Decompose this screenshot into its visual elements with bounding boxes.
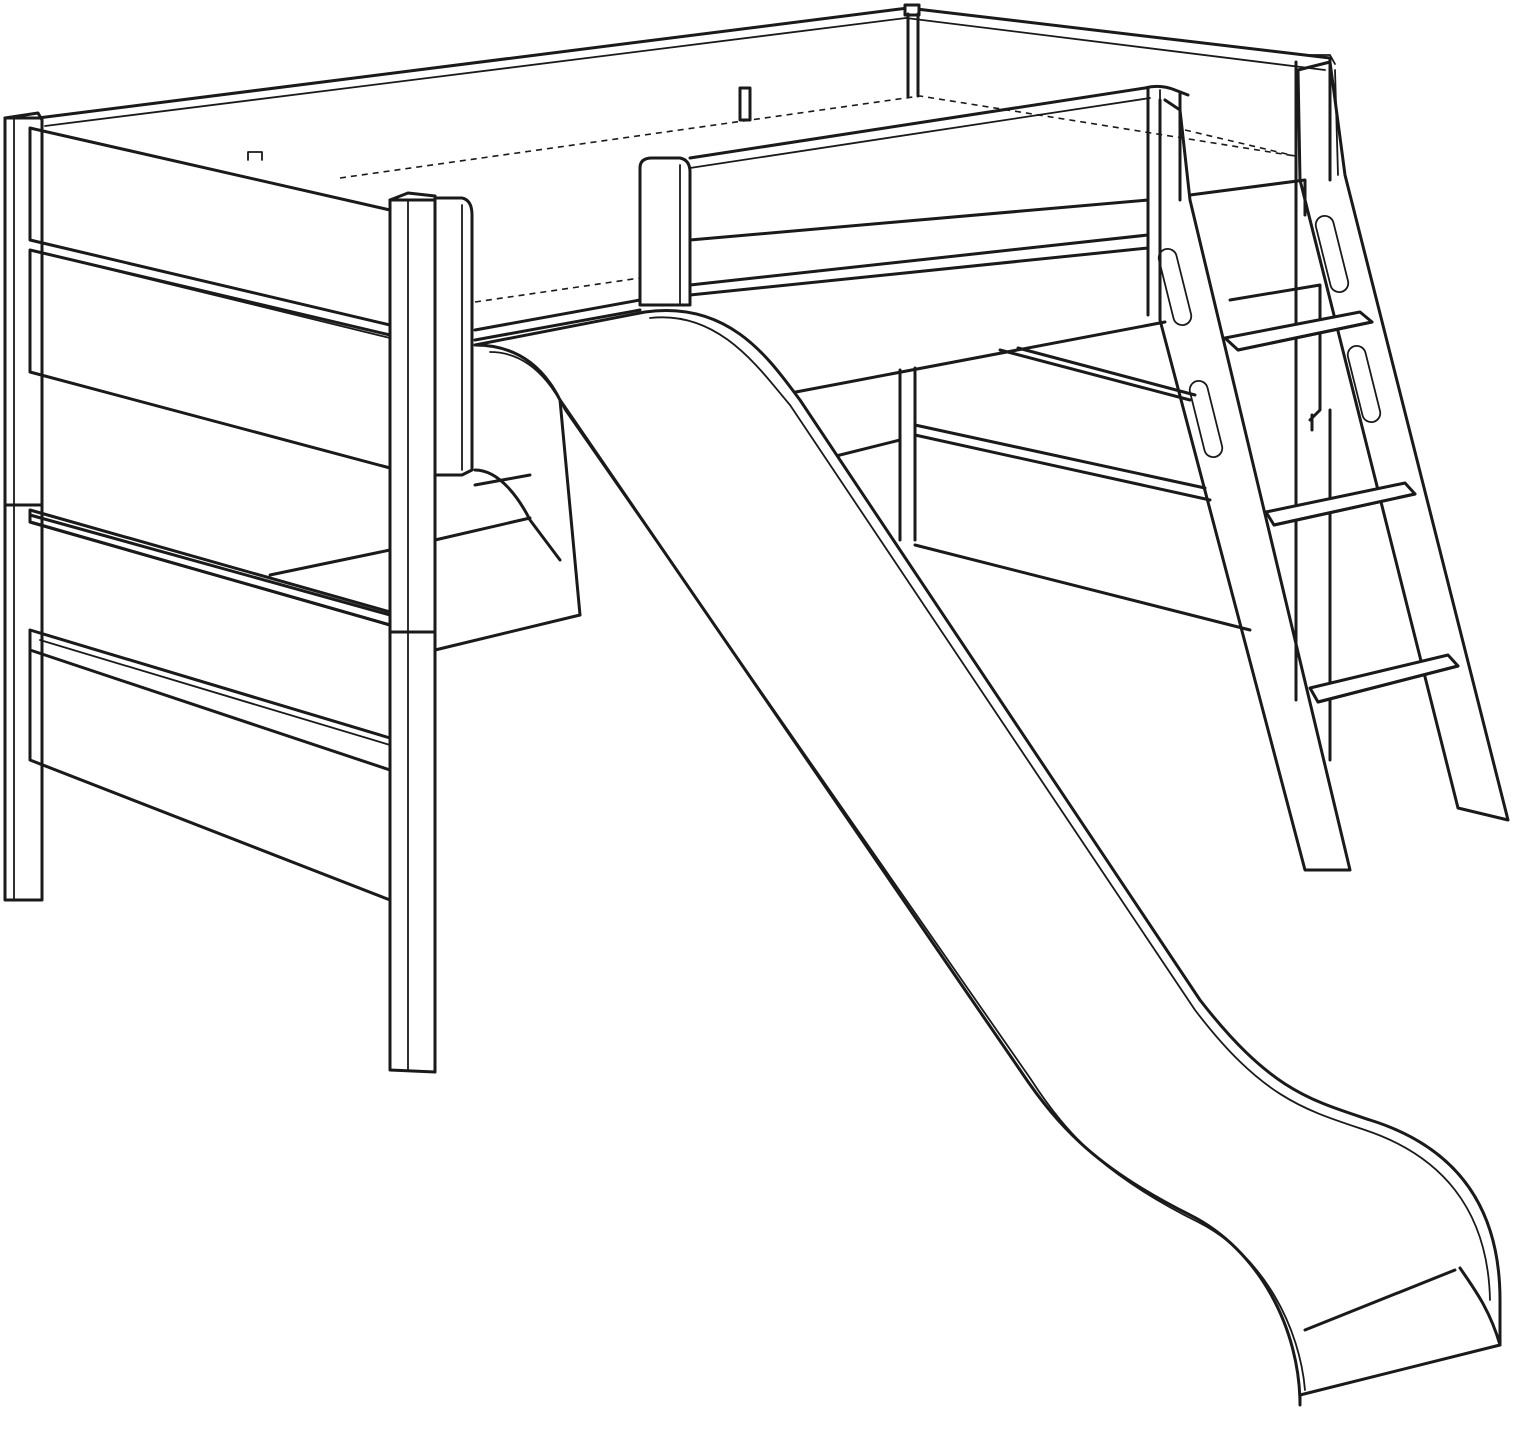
left-end-panel <box>3 111 474 1074</box>
front-side-rails <box>268 298 642 652</box>
slide <box>473 309 1502 1407</box>
ladder <box>1157 60 1510 872</box>
back-frame <box>36 3 1336 182</box>
front-guard-rail <box>638 84 1190 402</box>
mattress-outline <box>339 95 1296 303</box>
